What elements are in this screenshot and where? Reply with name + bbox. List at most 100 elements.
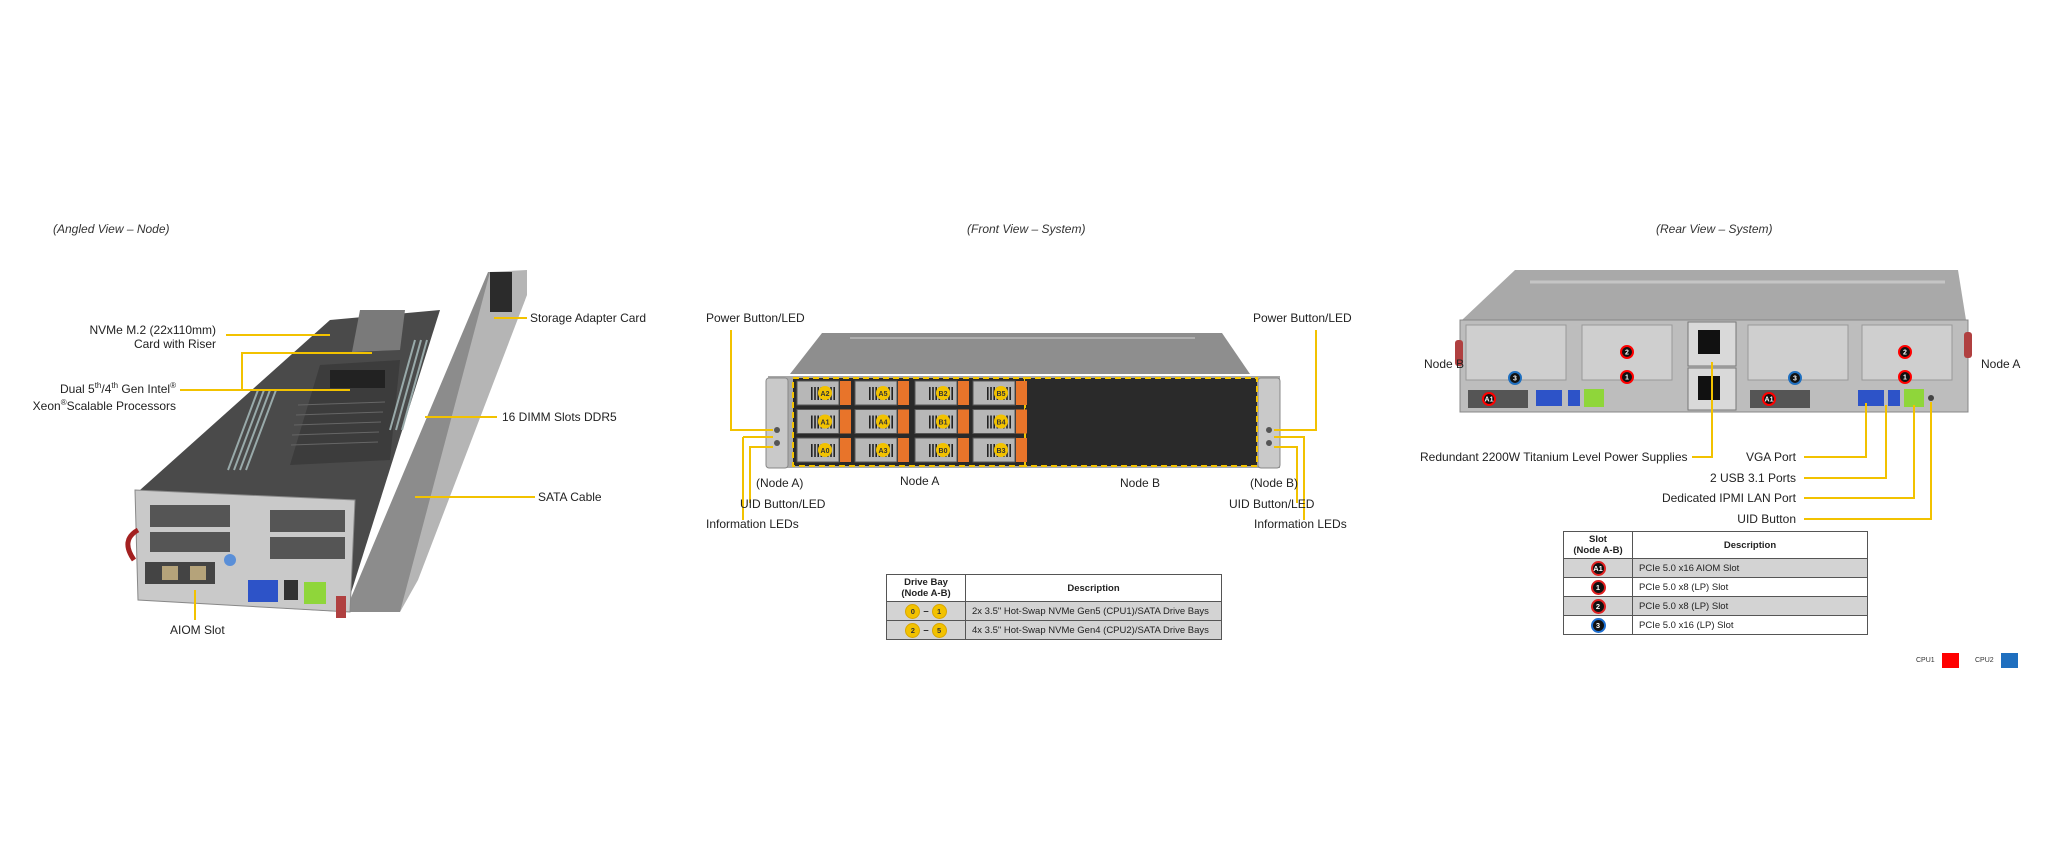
label-info-leds-left: Information LEDs [706, 517, 799, 531]
label-rear-node-a: Node A [1981, 357, 2021, 371]
drive-bay-label: B0 [939, 448, 948, 455]
storage-adapter-card [490, 272, 512, 312]
drive-bay-B5: B5 [972, 380, 1027, 406]
drive-bay-label: B1 [939, 420, 948, 427]
bay-badge: 0 [905, 603, 921, 619]
rear-slot-badge-1: 1 [1898, 370, 1912, 384]
label-node-b-paren: (Node B) [1250, 476, 1299, 490]
callout-line-info-right [1274, 436, 1305, 520]
label-rear-node-b: Node B [1424, 357, 1465, 371]
slot-header: Slot(Node A-B) [1563, 531, 1633, 559]
drive-bay-description: 4x 3.5" Hot-Swap NVMe Gen4 (CPU2)/SATA D… [965, 620, 1222, 640]
label-power-button-right: Power Button/LED [1253, 311, 1352, 325]
callout-line-uid [1804, 402, 1932, 520]
pcie-slot-table: Slot(Node A-B) Description A1 PCIe 5.0 x… [1563, 531, 1868, 635]
drive-bay-label: B5 [997, 391, 1006, 398]
handle-node-a [1964, 332, 1972, 358]
slot-row: 1 PCIe 5.0 x8 (LP) Slot [1563, 577, 1868, 597]
svg-text:1: 1 [1625, 375, 1629, 382]
front-view-caption: (Front View – System) [967, 222, 1086, 236]
rear-chassis-top [1462, 270, 1966, 320]
drive-bay-label: B2 [939, 391, 948, 398]
control-panel-node-b [1257, 377, 1281, 469]
slot-row: 2 PCIe 5.0 x8 (LP) Slot [1563, 596, 1868, 616]
callout-line-psu [1692, 362, 1713, 458]
uid-button [1928, 395, 1934, 401]
handle-node-b [1455, 340, 1463, 366]
ipmi-lan-port [1904, 389, 1924, 407]
drive-bay-B1: B1 [914, 409, 969, 434]
label-power-button-left: Power Button/LED [706, 311, 805, 325]
rear-slot-badge-A1: A1 [1762, 392, 1776, 406]
slot-description-header: Description [1632, 531, 1868, 559]
svg-text:3: 3 [1513, 376, 1517, 383]
slot-row: A1 PCIe 5.0 x16 AIOM Slot [1563, 558, 1868, 578]
drive-bay-A0: A0 [796, 437, 851, 463]
callout-line-usb [1804, 405, 1887, 479]
slot-badge: 3 [1590, 617, 1606, 633]
label-power-supplies: Redundant 2200W Titanium Level Power Sup… [1420, 450, 1688, 464]
drive-bay-A5: A5 [854, 380, 909, 406]
label-storage-adapter-card: Storage Adapter Card [530, 311, 647, 325]
svg-text:1: 1 [1903, 375, 1907, 382]
callout-line-cpu-top [241, 352, 372, 390]
drive-bay-label: A3 [879, 448, 888, 455]
callout-line-vga [1804, 403, 1867, 458]
legend-cpu2-label: CPU2 [1975, 657, 1994, 664]
drive-bay-B4: B4 [972, 409, 1027, 434]
label-node-b: Node B [1120, 476, 1161, 490]
drive-bay-label: A1 [821, 420, 830, 427]
label-dual-xeon: Dual 5th/4th Gen Intel® Xeon®Scalable Pr… [32, 381, 176, 413]
drive-bay-A2: A2 [796, 380, 851, 406]
label-uid-button: UID Button [1737, 512, 1796, 526]
angled-view-caption: (Angled View – Node) [53, 222, 170, 236]
label-info-leds-right: Information LEDs [1254, 517, 1347, 531]
slot-badge: 2 [1590, 598, 1606, 614]
node-b-bay-group [1024, 377, 1258, 467]
drive-bay-description: 2x 3.5" Hot-Swap NVMe Gen5 (CPU1)/SATA D… [965, 601, 1222, 621]
rear-slot-badge-2: 2 [1620, 345, 1634, 359]
drive-bay-label: A5 [879, 391, 888, 398]
label-uid-right: UID Button/LED [1229, 497, 1315, 511]
callout-line-uid-left [749, 446, 773, 503]
drive-bay-B3: B3 [972, 437, 1027, 463]
m2-riser-heatsink [352, 310, 405, 352]
slot-badge: 1 [1590, 579, 1606, 595]
rear-view-caption: (Rear View – System) [1656, 222, 1773, 236]
drive-bay-label: A2 [821, 391, 830, 398]
slot-badge: A1 [1590, 560, 1606, 576]
label-usb-ports: 2 USB 3.1 Ports [1709, 471, 1796, 485]
drive-bay-B0: B0 [914, 437, 969, 463]
legend-cpu1-label: CPU1 [1916, 657, 1935, 664]
node-handle-right [336, 596, 346, 618]
drive-bay-B2: B2 [914, 380, 969, 406]
rear-slot-badge-3: 3 [1508, 371, 1522, 385]
slot-description: PCIe 5.0 x8 (LP) Slot [1632, 577, 1868, 597]
svg-text:A1: A1 [1485, 397, 1494, 404]
drive-bay-row: 2–5 4x 3.5" Hot-Swap NVMe Gen4 (CPU2)/SA… [886, 620, 1222, 640]
slot-description: PCIe 5.0 x8 (LP) Slot [1632, 596, 1868, 616]
drive-bay-A4: A4 [854, 409, 909, 434]
control-panel-node-a [765, 377, 789, 469]
svg-text:2: 2 [1903, 350, 1907, 357]
drive-bay-label: A0 [821, 448, 830, 455]
label-sata-cable: SATA Cable [538, 490, 602, 504]
bay-badge: 2 [905, 622, 921, 638]
callout-line-uid-right [1274, 446, 1298, 503]
rear-slot-badge-1: 1 [1620, 370, 1634, 384]
drive-description-header: Description [965, 574, 1222, 602]
bay-badge: 1 [931, 603, 947, 619]
drive-bay-A1: A1 [796, 409, 851, 434]
vga-port-angled [248, 580, 278, 602]
legend-cpu1-swatch [1942, 653, 1959, 668]
label-vga-port: VGA Port [1745, 450, 1796, 464]
bay-badge: 5 [931, 622, 947, 638]
label-node-a: Node A [900, 474, 940, 488]
usb-ports [1888, 390, 1900, 406]
svg-text:A1: A1 [1765, 397, 1774, 404]
drive-bay-label: B4 [997, 420, 1006, 427]
drive-bay-header: Drive Bay(Node A-B) [886, 574, 966, 602]
label-nvme-m2: NVMe M.2 (22x110mm) Card with Riser [89, 323, 216, 351]
